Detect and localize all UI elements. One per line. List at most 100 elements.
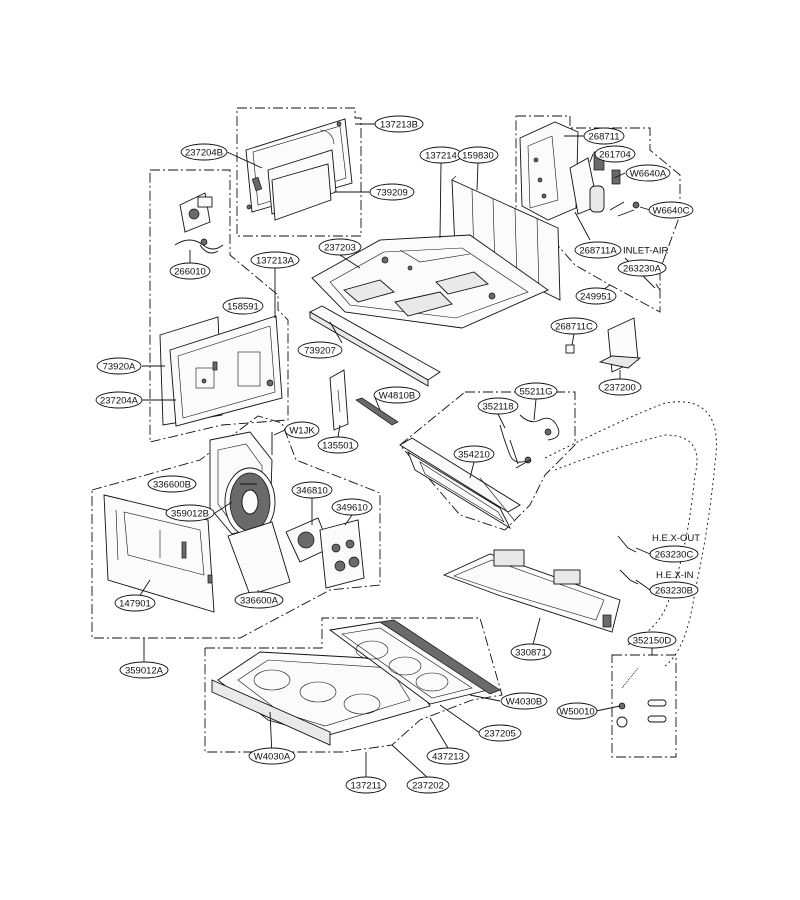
label-268711: 268711	[583, 127, 625, 145]
svg-text:437213: 437213	[432, 752, 464, 763]
svg-text:73920A: 73920A	[103, 362, 136, 373]
svg-text:739207: 739207	[304, 346, 336, 357]
label-346810: 346810	[291, 481, 333, 499]
svg-text:261704: 261704	[599, 150, 631, 161]
label-137213A: 137213A	[250, 251, 300, 269]
label-359012B: 359012B	[165, 504, 215, 522]
part-labels: 137213B 237204B 739209 266010 158591 137…	[95, 115, 700, 794]
label-237205: 237205	[478, 724, 522, 742]
label-261704: 261704	[594, 145, 636, 163]
svg-text:W6640C: W6640C	[653, 206, 690, 217]
svg-text:739209: 739209	[376, 188, 408, 199]
svg-text:237200: 237200	[604, 383, 636, 394]
label-237204A: 237204A	[95, 391, 143, 409]
label-266010: 266010	[169, 262, 211, 280]
svg-text:263230B: 263230B	[655, 586, 693, 597]
svg-text:268711: 268711	[589, 132, 620, 143]
blower-parts	[209, 431, 365, 596]
svg-text:352118: 352118	[483, 402, 514, 413]
label-W4030A: W4030A	[248, 747, 296, 765]
label-55211G: 55211G	[514, 382, 558, 400]
label-158591: 158591	[222, 297, 264, 315]
svg-text:55211G: 55211G	[519, 387, 552, 398]
svg-text:W1JK: W1JK	[289, 426, 315, 437]
label-359012A: 359012A	[119, 661, 169, 679]
svg-text:237203: 237203	[324, 243, 356, 254]
svg-text:266010: 266010	[174, 267, 206, 278]
top-cover-parts	[311, 234, 549, 329]
svg-text:237204A: 237204A	[100, 396, 139, 407]
label-W1JK: W1JK	[284, 421, 320, 439]
label-237200: 237200	[598, 378, 642, 396]
svg-text:137211: 137211	[351, 781, 382, 792]
svg-text:352150D: 352150D	[633, 636, 672, 647]
label-330871: 330871	[510, 643, 552, 661]
label-268711A: 268711A	[574, 241, 622, 259]
label-437213: 437213	[426, 747, 470, 765]
svg-text:135501: 135501	[322, 441, 354, 452]
svg-text:237204B: 237204B	[185, 148, 223, 159]
pipe-routes	[544, 401, 717, 667]
svg-text:263230A: 263230A	[623, 264, 662, 275]
label-237202: 237202	[406, 776, 450, 794]
svg-text:W50010: W50010	[559, 707, 594, 718]
top-panel-parts	[245, 118, 353, 221]
svg-text:137213B: 137213B	[380, 120, 418, 131]
svg-text:159830: 159830	[462, 151, 494, 162]
small-panel-part	[565, 317, 642, 373]
electrical-box-parts	[519, 121, 661, 291]
svg-text:349610: 349610	[336, 503, 368, 514]
side-panel-parts	[159, 315, 283, 427]
bracket-parts	[329, 369, 399, 431]
svg-text:W4810B: W4810B	[379, 391, 415, 402]
label-237203: 237203	[318, 238, 362, 256]
label-159830: 159830	[457, 146, 499, 164]
label-137213B: 137213B	[374, 115, 424, 133]
hex-out-label: H.E.X-OUT	[652, 533, 700, 544]
label-147901: 147901	[114, 594, 156, 612]
svg-text:336600B: 336600B	[153, 480, 191, 491]
label-W4810B: W4810B	[373, 386, 421, 404]
label-263230C: 263230C	[649, 545, 699, 563]
label-352118: 352118	[477, 397, 519, 415]
svg-text:W4030A: W4030A	[254, 752, 291, 763]
label-137214: 137214	[419, 146, 463, 164]
label-349610: 349610	[331, 498, 373, 516]
label-249951: 249951	[575, 287, 617, 305]
label-W4030B: W4030B	[500, 692, 548, 710]
svg-text:359012B: 359012B	[171, 509, 209, 520]
hex-in-label: H.E.X-IN	[656, 570, 694, 581]
svg-text:158591: 158591	[227, 302, 259, 313]
label-137211: 137211	[345, 776, 387, 794]
svg-text:237202: 237202	[412, 781, 444, 792]
label-352150D: 352150D	[627, 631, 677, 649]
svg-text:237205: 237205	[484, 729, 516, 740]
screw-parts	[616, 667, 667, 728]
evaporator-parts	[399, 414, 560, 530]
label-268711C: 268711C	[550, 317, 598, 335]
svg-text:249951: 249951	[580, 292, 612, 303]
svg-text:268711C: 268711C	[555, 322, 593, 333]
label-354210: 354210	[453, 445, 495, 463]
control-bracket-parts	[174, 192, 224, 254]
svg-text:330871: 330871	[515, 648, 547, 659]
svg-text:147901: 147901	[119, 599, 151, 610]
svg-text:137213A: 137213A	[256, 256, 295, 267]
label-73920A: 73920A	[96, 357, 142, 375]
label-263230B: 263230B	[649, 581, 699, 599]
svg-text:W4030B: W4030B	[506, 697, 542, 708]
label-336600B: 336600B	[147, 475, 197, 493]
label-237204B: 237204B	[180, 143, 228, 161]
label-739207: 739207	[297, 341, 343, 359]
label-W6640A: W6640A	[625, 164, 671, 182]
svg-text:354210: 354210	[458, 450, 490, 461]
base-pan-parts	[211, 619, 501, 746]
label-263230A: 263230A	[617, 259, 667, 277]
svg-text:137214: 137214	[425, 151, 457, 162]
svg-text:359012A: 359012A	[125, 666, 164, 677]
svg-text:336600A: 336600A	[240, 596, 279, 607]
svg-text:263230C: 263230C	[655, 550, 694, 561]
svg-text:W6640A: W6640A	[630, 169, 667, 180]
label-W6640C: W6640C	[648, 201, 694, 219]
